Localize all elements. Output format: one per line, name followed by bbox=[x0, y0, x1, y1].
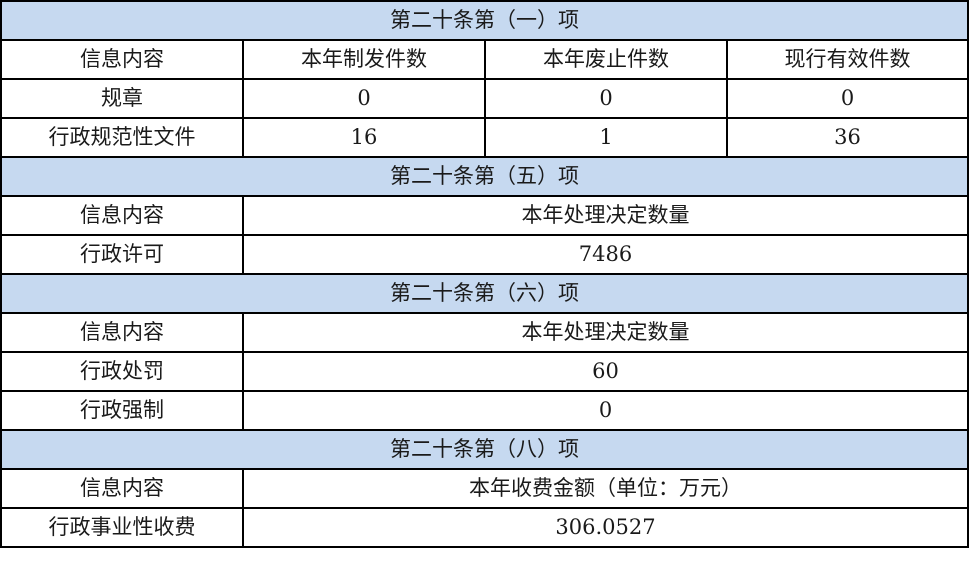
column-header-row: 信息内容 本年处理决定数量 bbox=[0, 195, 969, 236]
row-label: 行政强制 bbox=[0, 390, 244, 431]
table-row: 行政事业性收费 306.0527 bbox=[0, 507, 969, 548]
column-header: 本年废止件数 bbox=[484, 39, 728, 80]
section-header-row: 第二十条第（八）项 bbox=[0, 429, 969, 470]
column-header: 信息内容 bbox=[0, 39, 244, 80]
table-row: 行政规范性文件 16 1 36 bbox=[0, 117, 969, 158]
cell-value: 0 bbox=[242, 390, 969, 431]
row-label: 行政处罚 bbox=[0, 351, 244, 392]
column-header: 现行有效件数 bbox=[726, 39, 969, 80]
column-header: 信息内容 bbox=[0, 195, 244, 236]
section-header-row: 第二十条第（一）项 bbox=[0, 0, 969, 41]
cell-value: 0 bbox=[242, 78, 486, 119]
column-header-row: 信息内容 本年处理决定数量 bbox=[0, 312, 969, 353]
table-row: 行政强制 0 bbox=[0, 390, 969, 431]
section-title: 第二十条第（一）项 bbox=[0, 0, 969, 41]
cell-value: 16 bbox=[242, 117, 486, 158]
cell-value: 1 bbox=[484, 117, 728, 158]
column-header: 本年处理决定数量 bbox=[242, 312, 969, 353]
cell-value: 60 bbox=[242, 351, 969, 392]
column-header-row: 信息内容 本年收费金额（单位：万元） bbox=[0, 468, 969, 509]
table-row: 规章 0 0 0 bbox=[0, 78, 969, 119]
section-header-row: 第二十条第（六）项 bbox=[0, 273, 969, 314]
table-row: 行政处罚 60 bbox=[0, 351, 969, 392]
column-header: 本年收费金额（单位：万元） bbox=[242, 468, 969, 509]
row-label: 行政事业性收费 bbox=[0, 507, 244, 548]
cell-value: 0 bbox=[726, 78, 969, 119]
column-header: 信息内容 bbox=[0, 312, 244, 353]
row-label: 行政许可 bbox=[0, 234, 244, 275]
section-title: 第二十条第（五）项 bbox=[0, 156, 969, 197]
table-row: 行政许可 7486 bbox=[0, 234, 969, 275]
section-title: 第二十条第（六）项 bbox=[0, 273, 969, 314]
section-title: 第二十条第（八）项 bbox=[0, 429, 969, 470]
row-label: 规章 bbox=[0, 78, 244, 119]
cell-value: 0 bbox=[484, 78, 728, 119]
column-header: 本年制发件数 bbox=[242, 39, 486, 80]
column-header: 本年处理决定数量 bbox=[242, 195, 969, 236]
column-header-row: 信息内容 本年制发件数 本年废止件数 现行有效件数 bbox=[0, 39, 969, 80]
row-label: 行政规范性文件 bbox=[0, 117, 244, 158]
section-header-row: 第二十条第（五）项 bbox=[0, 156, 969, 197]
cell-value: 36 bbox=[726, 117, 969, 158]
disclosure-statistics-table: 第二十条第（一）项 信息内容 本年制发件数 本年废止件数 现行有效件数 规章 0… bbox=[0, 0, 969, 548]
cell-value: 7486 bbox=[242, 234, 969, 275]
cell-value: 306.0527 bbox=[242, 507, 969, 548]
column-header: 信息内容 bbox=[0, 468, 244, 509]
